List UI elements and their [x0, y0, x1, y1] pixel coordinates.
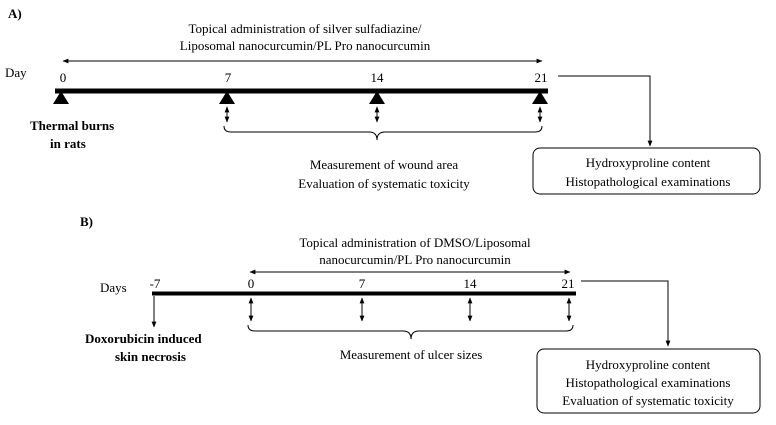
panel-b-measure-line-1: Measurement of ulcer sizes: [340, 347, 483, 362]
panel-a-tick-label-0: 0: [60, 70, 67, 85]
panel-b-endpoint-line-1: Hydroxyproline content: [586, 357, 711, 372]
panel-b-axis-label: Days: [100, 280, 127, 295]
panel-a-label: A): [8, 6, 22, 21]
panel-b-label: B): [80, 214, 93, 229]
panel-a-marker-day-14: [369, 91, 385, 104]
panel-a-marker-day-7: [219, 91, 235, 104]
panel-a: A) Topical administration of silver sulf…: [5, 6, 761, 195]
panel-a-measure-line-2: Evaluation of systematic toxicity: [298, 176, 470, 191]
panel-a-tick-label-21: 21: [535, 70, 548, 85]
panel-a-tick-label-7: 7: [225, 70, 232, 85]
panel-b-tick-label-14: 14: [464, 276, 478, 291]
panel-b-start-event-line-1: Doxorubicin induced: [85, 331, 202, 346]
panel-a-start-event-line-1: Thermal burns: [30, 118, 114, 133]
panel-b: B) Topical administration of DMSO/Liposo…: [80, 214, 761, 414]
panel-b-endpoint-box: [536, 348, 761, 414]
panel-b-start-event-line-2: skin necrosis: [115, 349, 186, 364]
panel-a-axis-label: Day: [5, 65, 27, 80]
panel-a-endpoint-line-1: Hydroxyproline content: [586, 155, 711, 170]
panel-a-treatment-line-1: Topical administration of silver sulfadi…: [188, 21, 421, 36]
panel-a-measure-brace: [223, 125, 543, 141]
panel-a-endpoint-box: [532, 147, 761, 195]
panel-a-measure-line-1: Measurement of wound area: [310, 157, 459, 172]
panel-a-marker-day-21: [532, 91, 548, 104]
panel-b-treatment-line-1: Topical administration of DMSO/Liposomal: [299, 235, 531, 250]
panel-b-treatment-line-2: nanocurcumin/PL Pro nanocurcumin: [319, 252, 511, 267]
panel-a-endpoint-line-2: Histopathological examinations: [566, 174, 731, 189]
panel-b-tick-label-21: 21: [562, 276, 575, 291]
panel-a-tick-label-14: 14: [371, 70, 385, 85]
panel-b-tick-label-minus-7: -7: [150, 276, 161, 291]
panel-a-treatment-line-2: Liposomal nanocurcumin/PL Pro nanocurcum…: [180, 38, 431, 53]
panel-b-endpoint-connector: [581, 280, 671, 347]
panel-a-marker-day-0: [53, 91, 69, 104]
panel-a-endpoint-connector: [558, 75, 653, 147]
panel-b-endpoint-line-2: Histopathological examinations: [566, 375, 731, 390]
panel-b-measure-brace: [247, 324, 574, 340]
panel-b-tick-label-7: 7: [359, 276, 366, 291]
panel-a-start-event-line-2: in rats: [50, 136, 86, 151]
panel-b-endpoint-line-3: Evaluation of systematic toxicity: [562, 393, 734, 408]
panel-b-tick-label-0: 0: [248, 276, 255, 291]
